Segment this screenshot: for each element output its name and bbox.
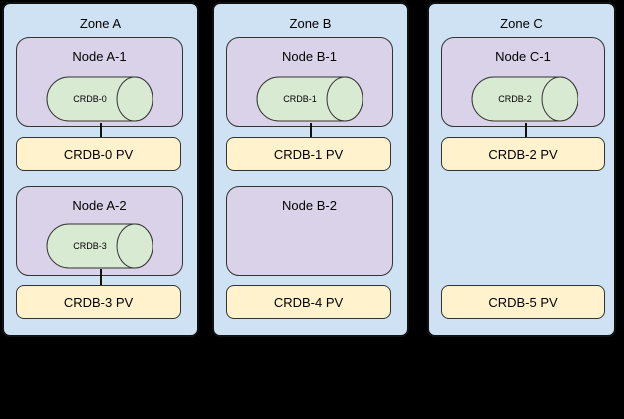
cylinder-icon: CRDB-2 xyxy=(471,76,578,122)
cylinder-icon: CRDB-0 xyxy=(46,76,153,122)
connector-line xyxy=(100,123,102,138)
zone-c: Zone C Node C-1 CRDB-2 CRDB-2 PV CRDB-5 … xyxy=(427,2,616,337)
node-a-1: Node A-1 CRDB-0 xyxy=(16,37,183,127)
node-title: Node B-2 xyxy=(282,198,337,213)
zone-title: Zone B xyxy=(289,16,332,31)
pv-crdb-1: CRDB-1 PV xyxy=(226,137,391,171)
pv-label: CRDB-5 PV xyxy=(488,294,558,310)
node-c-1: Node C-1 CRDB-2 xyxy=(441,37,605,127)
pv-label: CRDB-2 PV xyxy=(488,146,558,162)
zone-title: Zone A xyxy=(79,16,122,31)
cylinder-icon: CRDB-3 xyxy=(46,223,153,269)
pv-label: CRDB-1 PV xyxy=(273,146,344,162)
pod-crdb-2: CRDB-2 xyxy=(471,76,578,122)
connector-line xyxy=(525,123,527,138)
node-a-2: Node A-2 CRDB-3 xyxy=(16,186,183,276)
node-title: Node A-1 xyxy=(72,49,127,64)
pod-label: CRDB-3 xyxy=(73,241,107,251)
node-title: Node A-2 xyxy=(72,198,127,213)
pv-crdb-3: CRDB-3 PV xyxy=(16,285,181,319)
node-b-1: Node B-1 CRDB-1 xyxy=(226,37,393,127)
pv-crdb-5: CRDB-5 PV xyxy=(441,285,605,319)
zone-a: Zone A Node A-1 CRDB-0 CRDB-0 PV Node A-… xyxy=(2,2,199,337)
pod-label: CRDB-2 xyxy=(498,94,532,104)
node-title: Node C-1 xyxy=(495,49,551,64)
pv-crdb-0: CRDB-0 PV xyxy=(16,137,181,171)
pv-label: CRDB-4 PV xyxy=(273,294,344,310)
connector-line xyxy=(100,269,102,286)
pv-crdb-4: CRDB-4 PV xyxy=(226,285,391,319)
connector-line xyxy=(310,123,312,138)
node-b-2: Node B-2 xyxy=(226,186,393,276)
pod-label: CRDB-1 xyxy=(283,94,317,104)
pod-label: CRDB-0 xyxy=(73,94,107,104)
pod-crdb-0: CRDB-0 xyxy=(46,76,153,122)
pod-crdb-1: CRDB-1 xyxy=(256,76,363,122)
pv-crdb-2: CRDB-2 PV xyxy=(441,137,605,171)
pv-label: CRDB-0 PV xyxy=(63,146,134,162)
zone-title: Zone C xyxy=(500,16,543,31)
pod-crdb-3: CRDB-3 xyxy=(46,223,153,269)
cylinder-icon: CRDB-1 xyxy=(256,76,363,122)
zone-b: Zone B Node B-1 CRDB-1 CRDB-1 PV Node B-… xyxy=(212,2,409,337)
pv-label: CRDB-3 PV xyxy=(63,294,134,310)
node-title: Node B-1 xyxy=(282,49,337,64)
